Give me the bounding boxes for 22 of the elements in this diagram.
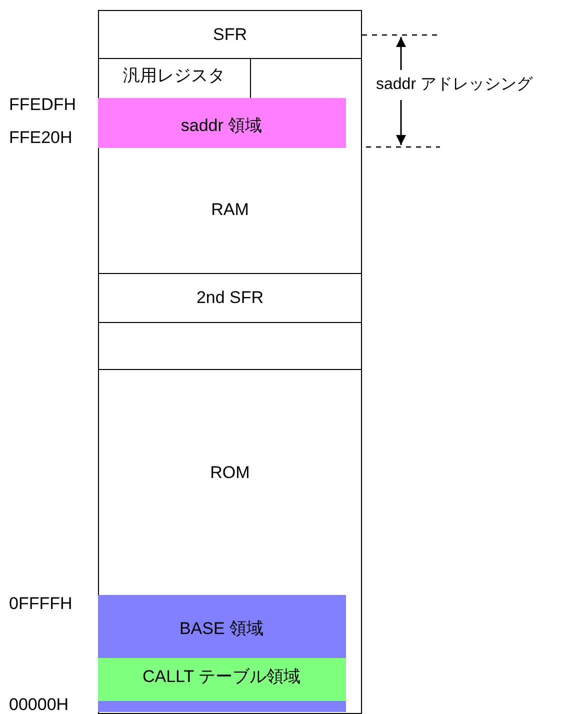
- region-label: saddr 領域: [180, 116, 262, 136]
- region-label: BASE 領域: [179, 618, 264, 638]
- memory-region: [98, 369, 362, 714]
- region-label: ROM: [210, 462, 250, 482]
- region-label: CALLT テーブル領域: [142, 666, 301, 686]
- callt-table-area: [98, 658, 346, 700]
- memory-region: [98, 322, 362, 371]
- region-label: 2nd SFR: [196, 288, 264, 308]
- address-label: FFEDFH: [9, 95, 76, 115]
- base-area: [98, 700, 346, 712]
- base-area: [98, 594, 346, 658]
- address-label: FFE20H: [9, 128, 72, 148]
- dimension-label: saddr アドレッシング: [376, 75, 532, 95]
- region-label: SFR: [213, 24, 247, 44]
- region-label: 汎用レジスタ: [123, 66, 225, 86]
- region-label: RAM: [211, 200, 249, 220]
- memory-region: [98, 10, 362, 60]
- saddr-area: [98, 98, 346, 148]
- address-label: 0FFFFH: [9, 594, 72, 614]
- memory-region: [98, 58, 362, 275]
- memory-region: [98, 273, 362, 324]
- address-label: 00000H: [9, 695, 69, 714]
